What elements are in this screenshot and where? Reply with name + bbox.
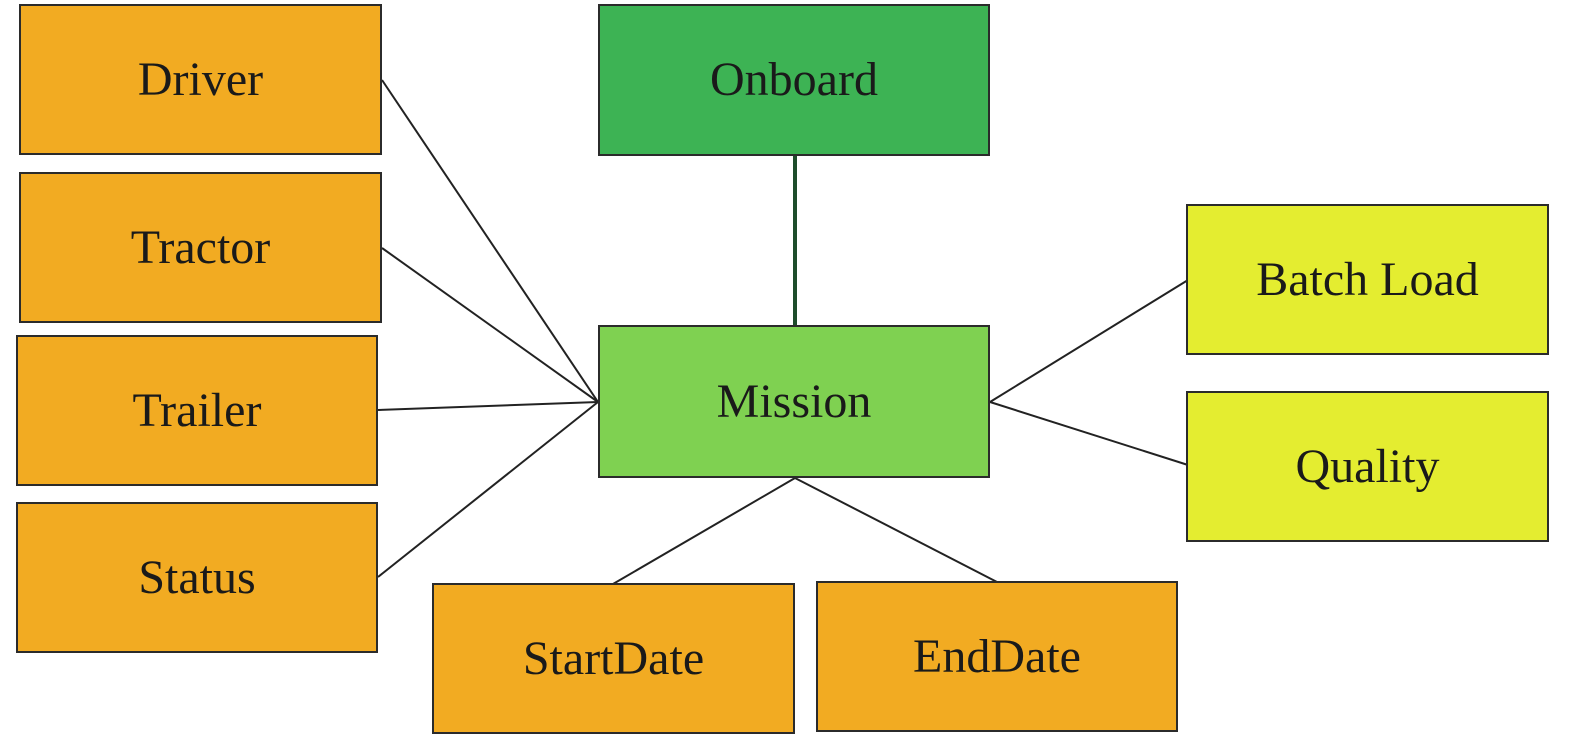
node-trailer: Trailer xyxy=(16,335,378,486)
edge-status-mission xyxy=(377,401,599,578)
edge-mission-enddate xyxy=(794,477,998,583)
node-onboard: Onboard xyxy=(598,4,990,156)
node-quality: Quality xyxy=(1186,391,1549,542)
node-label: Status xyxy=(138,550,256,604)
node-tractor: Tractor xyxy=(19,172,382,323)
node-label: Tractor xyxy=(130,220,271,274)
edge-mission-startdate xyxy=(612,477,796,585)
node-label: Onboard xyxy=(710,53,878,106)
node-label: Quality xyxy=(1295,439,1440,493)
node-batchload: Batch Load xyxy=(1186,204,1549,355)
node-enddate: EndDate xyxy=(816,581,1178,732)
node-label: Mission xyxy=(716,374,872,428)
node-label: Trailer xyxy=(132,383,262,437)
node-label: EndDate xyxy=(913,629,1081,683)
edge-tractor-mission xyxy=(381,247,599,403)
node-label: Batch Load xyxy=(1256,252,1479,306)
edge-trailer-mission xyxy=(377,401,599,411)
edge-mission-batchload xyxy=(989,279,1189,403)
node-startdate: StartDate xyxy=(432,583,795,734)
node-driver: Driver xyxy=(19,4,382,155)
node-status: Status xyxy=(16,502,378,653)
node-label: Driver xyxy=(137,52,264,106)
node-mission: Mission xyxy=(598,325,990,478)
edge-mission-quality xyxy=(989,401,1189,466)
node-label: StartDate xyxy=(522,631,705,685)
edge-driver-mission xyxy=(381,79,599,403)
